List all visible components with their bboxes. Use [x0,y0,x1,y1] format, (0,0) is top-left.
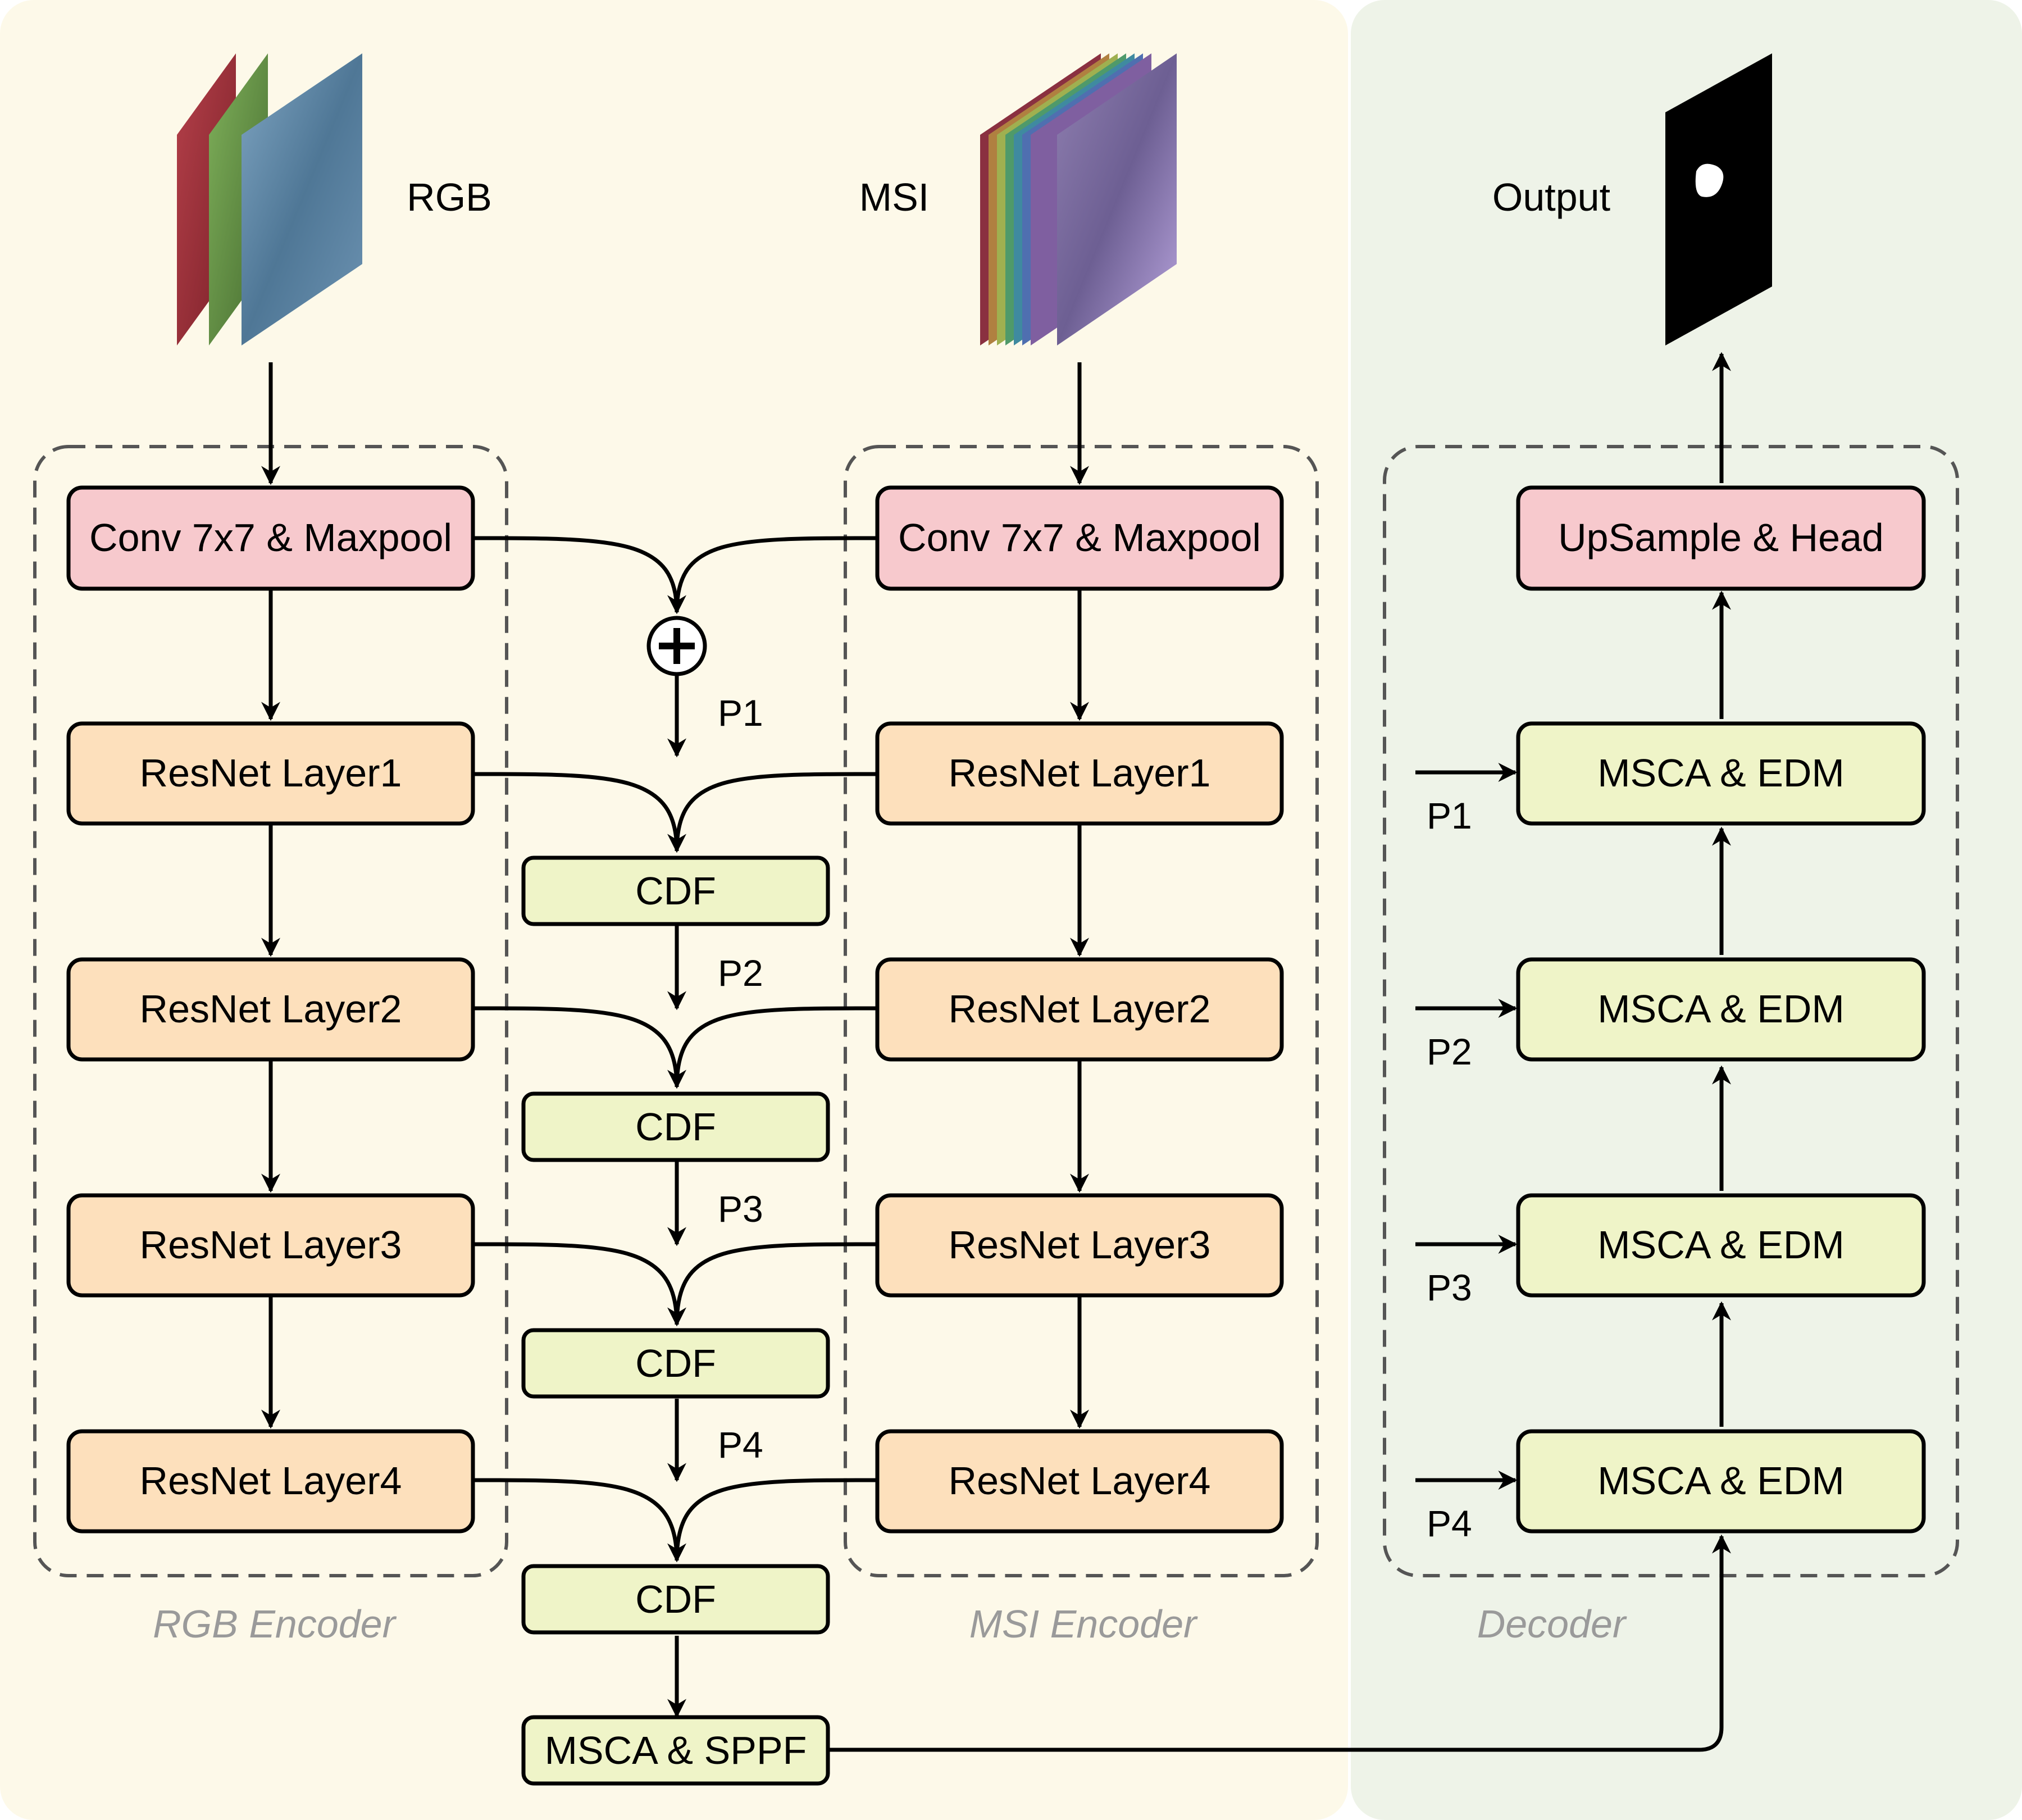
decoder-section-label: Decoder [1477,1602,1627,1646]
decoder-msca4-box [1516,1429,1926,1534]
decoder-p2-label: P2 [1427,1031,1472,1072]
msi-label: MSI [859,175,929,219]
msi-conv-label: Conv 7x7 & Maxpool [898,516,1261,559]
cdf1-label: CDF [635,869,716,913]
rgb-conv-box [66,485,475,591]
output-mask [1665,53,1772,345]
rgb-image-stack [177,53,362,345]
decoder-panel [1351,0,2022,1820]
head-box [1516,485,1926,591]
msi-layer1-box [875,721,1284,826]
msi-layer1-label: ResNet Layer1 [949,751,1211,795]
rgb-encoder-section-label: RGB Encoder [153,1602,397,1646]
msi-layer3-label: ResNet Layer3 [949,1223,1211,1267]
decoder-p3-label: P3 [1427,1267,1472,1308]
p4-label: P4 [718,1424,763,1466]
msi-layer2-label: ResNet Layer2 [949,987,1211,1031]
decoder-msca2-label: MSCA & EDM [1597,987,1845,1031]
head-label: UpSample & Head [1558,516,1884,559]
decoder-msca2-box [1516,957,1926,1062]
sppf-box [521,1715,830,1786]
cdf3-box [521,1328,830,1399]
p3-label: P3 [718,1188,763,1230]
msi-encoder-section-label: MSI Encoder [969,1602,1198,1646]
decoder-msca3-label: MSCA & EDM [1597,1223,1845,1267]
rgb-layer4-box [66,1429,475,1534]
rgb-conv-label: Conv 7x7 & Maxpool [89,516,452,559]
cdf3-label: CDF [635,1341,716,1385]
decoder-msca3-box [1516,1193,1926,1298]
output-label: Output [1492,175,1610,219]
rgb-label: RGB [407,175,492,219]
cdf4-box [521,1564,830,1635]
rgb-layer1-label: ResNet Layer1 [140,751,402,795]
sppf-label: MSCA & SPPF [545,1728,807,1772]
p1-label: P1 [718,692,763,734]
decoder-group [1383,445,1959,1577]
msi-image-stack [980,53,1177,345]
rgb-layer2-label: ResNet Layer2 [140,987,402,1031]
rgb-layer4-label: ResNet Layer4 [140,1459,402,1503]
msi-conv-box [875,485,1284,591]
msi-layer4-box [875,1429,1284,1534]
decoder-msca4-label: MSCA & EDM [1597,1459,1845,1503]
msi-layer4-label: ResNet Layer4 [949,1459,1211,1503]
p2-label: P2 [718,952,763,994]
cdf2-box [521,1091,830,1162]
rgb-layer1-box [66,721,475,826]
rgb-layer3-box [66,1193,475,1298]
connectors [261,352,1731,1752]
add-operator-icon [646,616,707,676]
decoder-msca1-label: MSCA & EDM [1597,751,1845,795]
msi-layer3-box [875,1193,1284,1298]
cdf2-label: CDF [635,1105,716,1149]
msi-layer2-box [875,957,1284,1062]
rgb-layer3-label: ResNet Layer3 [140,1223,402,1267]
cdf1-box [521,856,830,926]
decoder-msca1-box [1516,721,1926,826]
cdf4-label: CDF [635,1577,716,1621]
rgb-layer2-box [66,957,475,1062]
decoder-p4-label: P4 [1427,1503,1472,1544]
decoder-p1-label: P1 [1427,795,1472,836]
